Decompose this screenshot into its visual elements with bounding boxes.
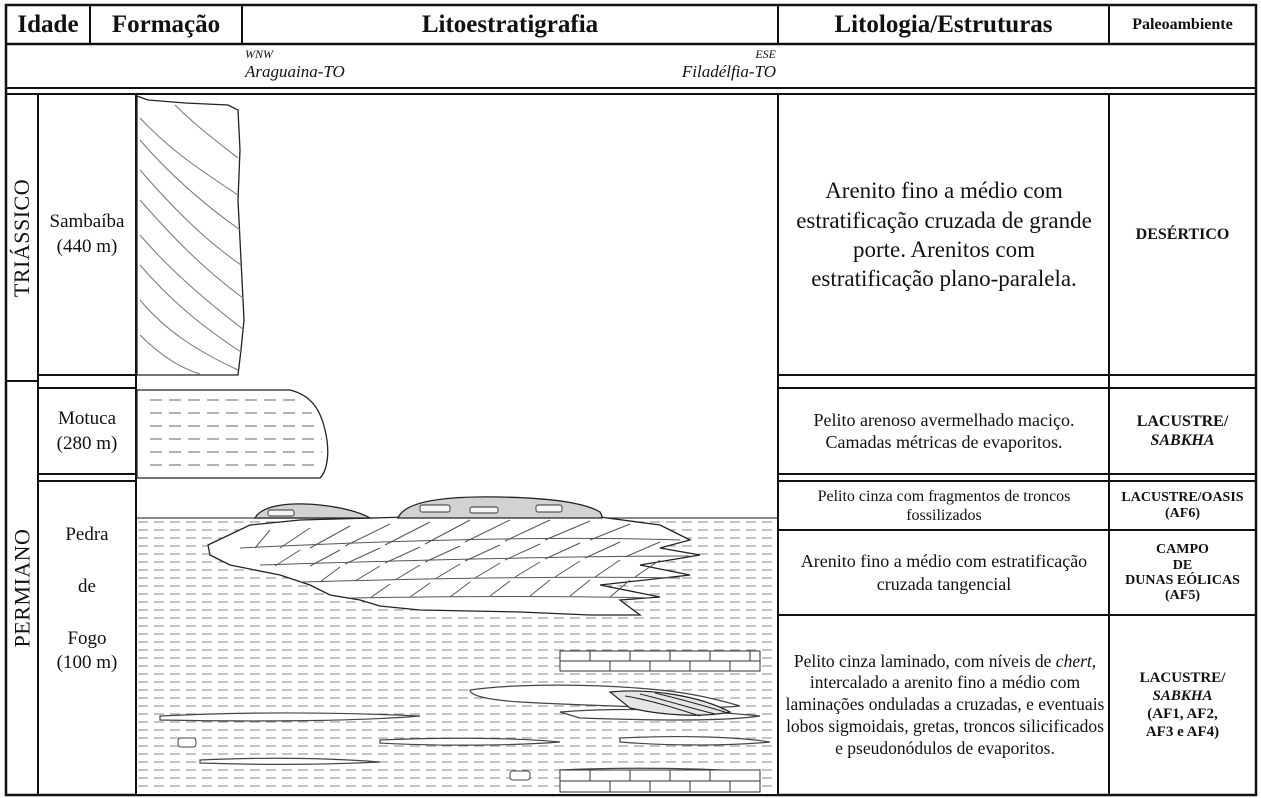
- paleo-dunas-code: (AF5): [1165, 588, 1200, 604]
- paleo-af-codes-2: AF3 e AF4): [1145, 724, 1220, 740]
- paleo-de: DE: [1172, 557, 1193, 573]
- formation-sambaiba-thickness: (440 m): [56, 236, 118, 257]
- motuca-pelite: [136, 389, 329, 479]
- paleo-lacustre-1: LACUSTRE/: [1136, 413, 1229, 431]
- stratigraphic-section-drawing: [136, 95, 777, 794]
- paleo-desertico-label: DESÉRTICO: [1135, 225, 1230, 243]
- paleo-oasis: LACUSTRE/OASIS (AF6): [1109, 482, 1256, 530]
- outer-frame: [4, 3, 1258, 797]
- formation-sambaiba-name: Sambaíba: [49, 211, 125, 233]
- lithology-af1-text-post: , intercalado a arenito fino a médio com…: [785, 650, 1105, 758]
- sigmoidal-lobe: [608, 690, 732, 717]
- east-location: Filadélfia-TO: [681, 62, 776, 81]
- lithology-af6: Pelito cinza com fragmentos de troncos f…: [817, 487, 1071, 524]
- paleo-desertico: DESÉRTICO: [1109, 95, 1256, 375]
- lithology-motuca: Pelito arenoso avermelhado maciço. Camad…: [813, 409, 1075, 452]
- formation-motuca-thickness: (280 m): [56, 432, 118, 454]
- paleo-lacustre-sabkha-pedra: LACUSTRE/ SABKHA (AF1, AF2, AF3 e AF4): [1109, 616, 1256, 794]
- west-location: Araguaina-TO: [245, 62, 345, 81]
- west-direction: WNW: [245, 47, 273, 61]
- formation-pedra-line2: de: [78, 576, 96, 597]
- paleo-dunas: CAMPO DE DUNAS EÓLICAS (AF5): [1109, 531, 1256, 615]
- formation-pedra-line1: Pedra: [65, 524, 109, 545]
- formation-motuca: Motuca (280 m): [38, 389, 136, 474]
- formation-sambaiba: Sambaíba (440 m): [38, 95, 136, 375]
- header-paleoambiente: Paleoambiente: [1132, 16, 1233, 33]
- header-litoestratigrafia: Litoestratigrafia: [421, 11, 599, 38]
- paleo-oasis-code: (AF6): [1165, 506, 1200, 521]
- header-idade: Idade: [17, 11, 79, 38]
- formation-pedra-de-fogo: Pedra de Fogo (100 m): [38, 482, 136, 794]
- lithology-af1-text-pre: Pelito cinza laminado, com níveis de: [793, 650, 1056, 671]
- age-triassico-label: TRIÁSSICO: [9, 178, 34, 298]
- oasis-lens: [253, 496, 603, 519]
- paleo-lacustre-sabkha-motuca: LACUSTRE/ SABKHA: [1109, 389, 1256, 474]
- header-formacao: Formação: [111, 11, 221, 38]
- paleo-sabkha-1: SABKHA: [1150, 431, 1215, 449]
- lithology-af1-chert: chert: [1055, 650, 1092, 671]
- header-litologia: Litologia/Estruturas: [834, 11, 1053, 38]
- formation-motuca-name: Motuca: [57, 407, 117, 429]
- lithology-sambaiba: Arenito fino a médio com estratificação …: [796, 178, 1092, 292]
- formation-pedra-thickness: (100 m): [56, 652, 118, 673]
- paleo-lacustre-2: LACUSTRE/: [1139, 670, 1226, 686]
- east-direction: ESE: [755, 47, 776, 61]
- paleo-sabkha-2: SABKHA: [1152, 688, 1213, 704]
- sambaiba-sandstone: [136, 95, 245, 376]
- paleo-af-codes-1: (AF1, AF2,: [1147, 706, 1218, 722]
- age-triassico: TRIÁSSICO: [6, 95, 38, 381]
- paleo-campo: CAMPO: [1156, 542, 1209, 558]
- evaporite-bricks: [559, 650, 761, 793]
- formation-pedra-line3: Fogo: [67, 628, 107, 649]
- lithology-af1-af4: Pelito cinza laminado, com níveis de che…: [782, 616, 1108, 794]
- paleo-oasis-label: LACUSTRE/OASIS: [1121, 489, 1244, 505]
- age-permiano: PERMIANO: [6, 382, 38, 794]
- age-permiano-label: PERMIANO: [9, 528, 34, 648]
- lithology-af5: Arenito fino a médio com estratificação …: [800, 550, 1088, 594]
- eolian-dune-field: [207, 514, 701, 616]
- chert-nodules: [177, 737, 531, 781]
- paleo-dunas-eolicas: DUNAS EÓLICAS: [1125, 573, 1240, 588]
